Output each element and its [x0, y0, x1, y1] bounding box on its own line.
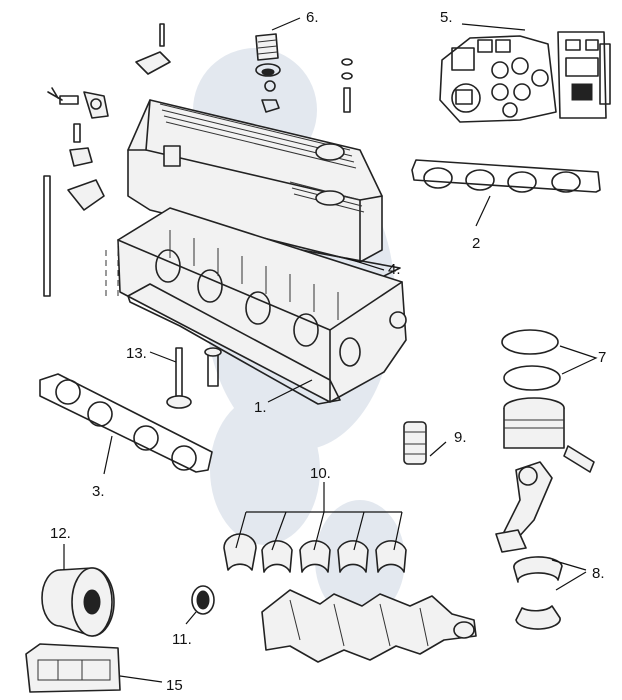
main-bearing	[223, 533, 407, 573]
callout-labels: 6. 5. 2 4. 13. 1. 7 9. 3. 10. 12. 8. 11.…	[50, 9, 606, 694]
timing-cover-gasket	[25, 643, 121, 693]
cylinder-head	[105, 207, 407, 405]
callout-1: 1.	[254, 399, 267, 416]
callout-10: 10.	[310, 465, 331, 482]
harmonic-balancer-hub	[41, 567, 115, 637]
rod-bearings	[513, 556, 563, 630]
callout-3: 3.	[92, 483, 105, 500]
piston-rings	[501, 329, 561, 391]
callout-13: 13.	[126, 345, 147, 362]
callout-12: 12.	[50, 525, 71, 542]
lifter	[403, 421, 427, 465]
callout-4: 4.	[388, 261, 401, 278]
manifold-gasket-3	[39, 373, 213, 473]
valve-spring-assembly	[255, 33, 353, 113]
callout-2: 2	[472, 235, 480, 252]
callout-11: 11.	[172, 631, 192, 648]
callout-6: 6.	[306, 9, 319, 26]
callout-9: 9.	[454, 429, 467, 446]
callout-5: 5.	[440, 9, 453, 26]
callout-15: 15	[166, 677, 183, 694]
piston-and-rod	[495, 397, 595, 553]
valve	[166, 347, 222, 409]
leader-lines	[63, 17, 598, 683]
crankshaft	[261, 589, 477, 663]
rear-main-seal	[191, 585, 215, 615]
gasket-set	[439, 31, 611, 123]
callout-7: 7	[598, 349, 606, 366]
callout-8: 8.	[592, 565, 605, 582]
rocker-hardware	[43, 23, 171, 297]
manifold-gasket-2	[411, 159, 601, 193]
